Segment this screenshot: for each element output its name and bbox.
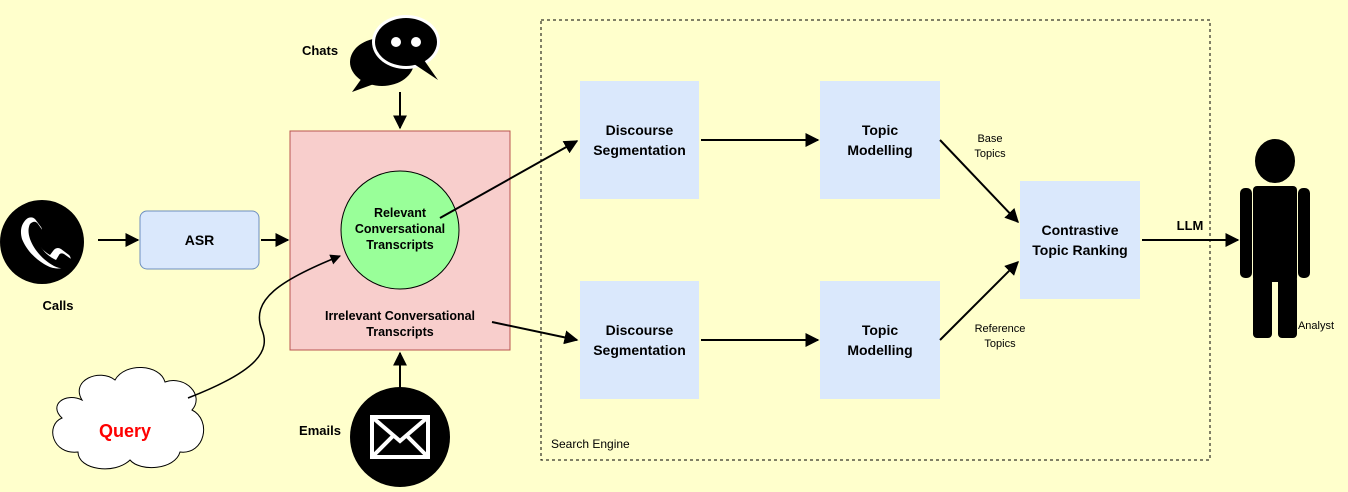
ranking-line1: Contrastive	[1041, 222, 1118, 238]
phone-icon	[0, 200, 84, 284]
relevant-label-line3: Transcripts	[366, 238, 433, 252]
llm-label: LLM	[1177, 218, 1204, 233]
topic-bottom-line2: Modelling	[847, 342, 912, 358]
topic-top-line1: Topic	[862, 122, 899, 138]
arrow-topic-ranking-top	[939, 139, 1019, 224]
person-icon	[1240, 139, 1310, 338]
asr-label: ASR	[185, 232, 215, 248]
discourse-top-line2: Segmentation	[593, 142, 686, 158]
discourse-bottom-line2: Segmentation	[593, 342, 686, 358]
relevant-label-line1: Relevant	[374, 206, 427, 220]
search-engine-label: Search Engine	[551, 437, 630, 451]
arrow-relevant-discourse	[439, 140, 579, 219]
topic-bottom-line1: Topic	[862, 322, 899, 338]
ranking-line2: Topic Ranking	[1032, 242, 1127, 258]
relevant-transcripts-circle	[340, 170, 460, 290]
topic-top-line2: Modelling	[847, 142, 912, 158]
calls-label: Calls	[42, 298, 73, 313]
emails-label: Emails	[299, 423, 341, 438]
relevant-label-line2: Conversational	[355, 222, 445, 236]
irrelevant-label-line1: Irrelevant Conversational	[325, 309, 475, 323]
arrow-query-relevant	[187, 254, 341, 399]
arrow-irrelevant-discourse	[491, 321, 579, 345]
topic-modelling-top	[820, 81, 940, 199]
discourse-segmentation-top	[580, 81, 699, 199]
chats-label: Chats	[302, 43, 338, 58]
irrelevant-label-line2: Transcripts	[366, 325, 433, 339]
contrastive-topic-ranking-box	[1020, 181, 1140, 299]
analyst-label: Analyst	[1298, 320, 1334, 332]
reference-topics-line1: Reference	[975, 323, 1026, 335]
chat-bubbles-icon	[350, 15, 440, 92]
query-cloud	[52, 367, 205, 470]
base-topics-line2: Topics	[974, 148, 1006, 160]
reference-topics-line2: Topics	[984, 338, 1016, 350]
discourse-segmentation-bottom	[580, 281, 699, 399]
discourse-top-line1: Discourse	[606, 122, 674, 138]
base-topics-line1: Base	[977, 133, 1002, 145]
topic-modelling-bottom	[820, 281, 940, 399]
query-label: Query	[99, 421, 151, 441]
email-envelope-icon	[350, 387, 450, 487]
discourse-bottom-line1: Discourse	[606, 322, 674, 338]
arrow-topic-ranking-bottom	[939, 261, 1019, 341]
asr-box	[139, 210, 260, 270]
